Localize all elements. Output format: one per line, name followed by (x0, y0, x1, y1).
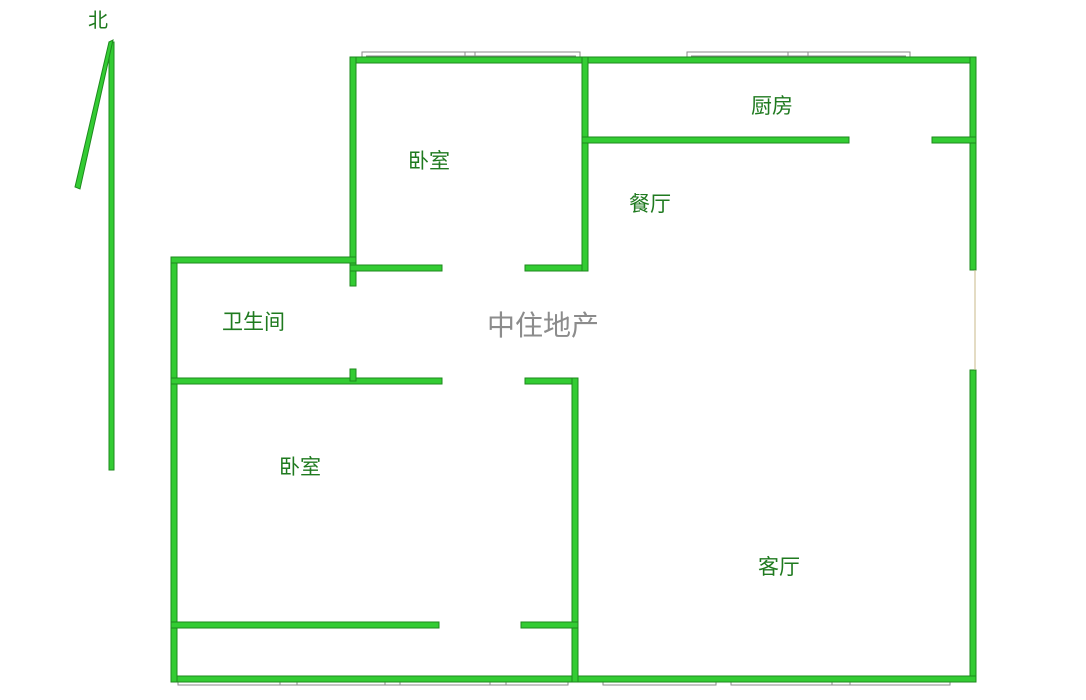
room-label-bedroom-bottom: 卧室 (279, 455, 321, 479)
wall-bedroom-bottom-right (571, 377, 579, 683)
wall-bathroom-bottom (170, 377, 443, 385)
wall-left (170, 256, 178, 683)
north-arrow-head (74, 39, 114, 190)
wall-top (349, 56, 977, 64)
wall-right-lower (969, 369, 977, 683)
wall-closet-right (520, 621, 579, 629)
wall-closet-left (170, 621, 440, 629)
wall-bathroom-top (170, 256, 357, 264)
watermark-text: 中住地产 (487, 309, 600, 342)
wall-bedroom-bottom-top-right (524, 377, 579, 385)
room-label-dining: 餐厅 (629, 192, 671, 216)
north-arrow-shaft (108, 41, 115, 471)
room-label-bedroom-top: 卧室 (408, 149, 450, 173)
room-label-kitchen: 厨房 (751, 94, 793, 118)
windows (177, 51, 951, 686)
north-label: 北 (88, 8, 108, 32)
walls (170, 56, 977, 683)
wall-bedroom-top-right (581, 56, 589, 272)
wall-kitchen-bottom-left (581, 136, 850, 144)
wall-bedroom-top-bottom-right (524, 264, 589, 272)
room-label-bathroom: 卫生间 (222, 310, 285, 334)
north-arrow (74, 39, 115, 471)
room-label-living: 客厅 (758, 555, 800, 579)
wall-bathroom-stub (349, 368, 357, 382)
wall-bedroom-top-left (349, 56, 357, 287)
wall-kitchen-bottom-right (931, 136, 977, 144)
wall-right-upper (969, 56, 977, 271)
wall-bedroom-top-bottom-left (349, 264, 443, 272)
